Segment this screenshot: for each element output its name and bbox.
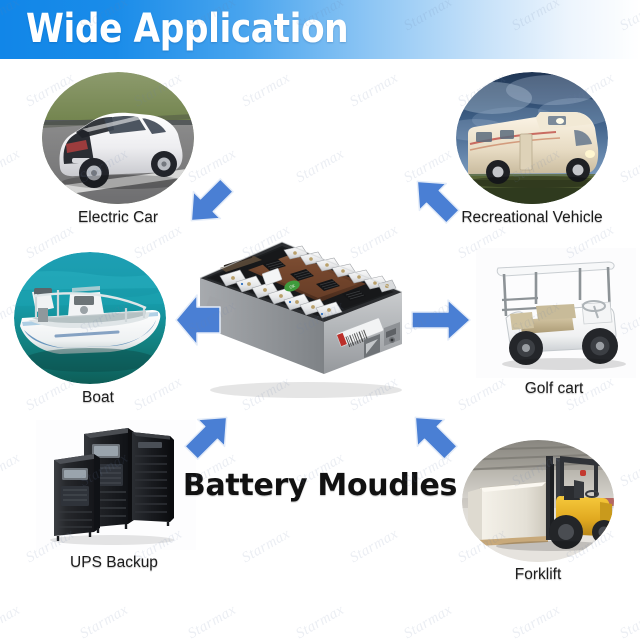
watermark-text: Starmax bbox=[293, 145, 348, 187]
watermark-text: Starmax bbox=[509, 601, 564, 640]
arrow-to-golf-cart bbox=[410, 295, 472, 345]
watermark-text: Starmax bbox=[77, 601, 132, 640]
application-golf-cart: Golf cart bbox=[472, 248, 640, 410]
recreational-vehicle-photo bbox=[456, 72, 608, 204]
golf-cart-label: Golf cart bbox=[524, 380, 584, 397]
golf-cart-photo bbox=[476, 248, 636, 378]
watermark-text: Starmax bbox=[239, 525, 294, 567]
application-recreational-vehicle: Recreational Vehicle bbox=[438, 72, 628, 240]
center-product-title: Battery Moudles bbox=[182, 468, 458, 503]
ups-backup-label: UPS Backup bbox=[70, 554, 158, 571]
forklift-label: Forklift bbox=[514, 566, 562, 583]
watermark-text: Starmax bbox=[185, 601, 240, 640]
electric-car-label: Electric Car bbox=[77, 209, 159, 226]
boat-label: Boat bbox=[82, 389, 114, 406]
application-boat: Boat bbox=[14, 252, 184, 414]
watermark-text: Starmax bbox=[617, 601, 640, 640]
arrow-to-forklift bbox=[402, 404, 464, 466]
application-electric-car: Electric Car bbox=[42, 72, 212, 240]
boat-photo bbox=[14, 252, 166, 384]
battery-module-photo: OK bbox=[196, 222, 408, 400]
watermark-text: Starmax bbox=[0, 145, 24, 187]
watermark-text: Starmax bbox=[239, 69, 294, 111]
watermark-text: Starmax bbox=[0, 601, 24, 640]
arrow-to-recreational-vehicle bbox=[404, 168, 466, 230]
arrow-to-electric-car bbox=[178, 172, 240, 234]
watermark-text: Starmax bbox=[401, 601, 456, 640]
application-ups-backup: UPS Backup bbox=[36, 420, 206, 586]
arrow-to-boat bbox=[168, 294, 230, 346]
banner-title: Wide Application bbox=[26, 6, 349, 52]
watermark-text: Starmax bbox=[347, 525, 402, 567]
electric-car-photo bbox=[42, 72, 194, 204]
forklift-photo bbox=[462, 440, 614, 562]
svg-text:OK: OK bbox=[289, 283, 296, 290]
watermark-text: Starmax bbox=[293, 601, 348, 640]
ups-backup-photo bbox=[36, 420, 196, 550]
header-banner: Wide Application bbox=[0, 0, 640, 59]
application-forklift: Forklift bbox=[458, 440, 636, 596]
arrow-to-ups-backup bbox=[178, 404, 240, 466]
recreational-vehicle-label: Recreational Vehicle bbox=[461, 209, 603, 226]
watermark-text: Starmax bbox=[347, 69, 402, 111]
